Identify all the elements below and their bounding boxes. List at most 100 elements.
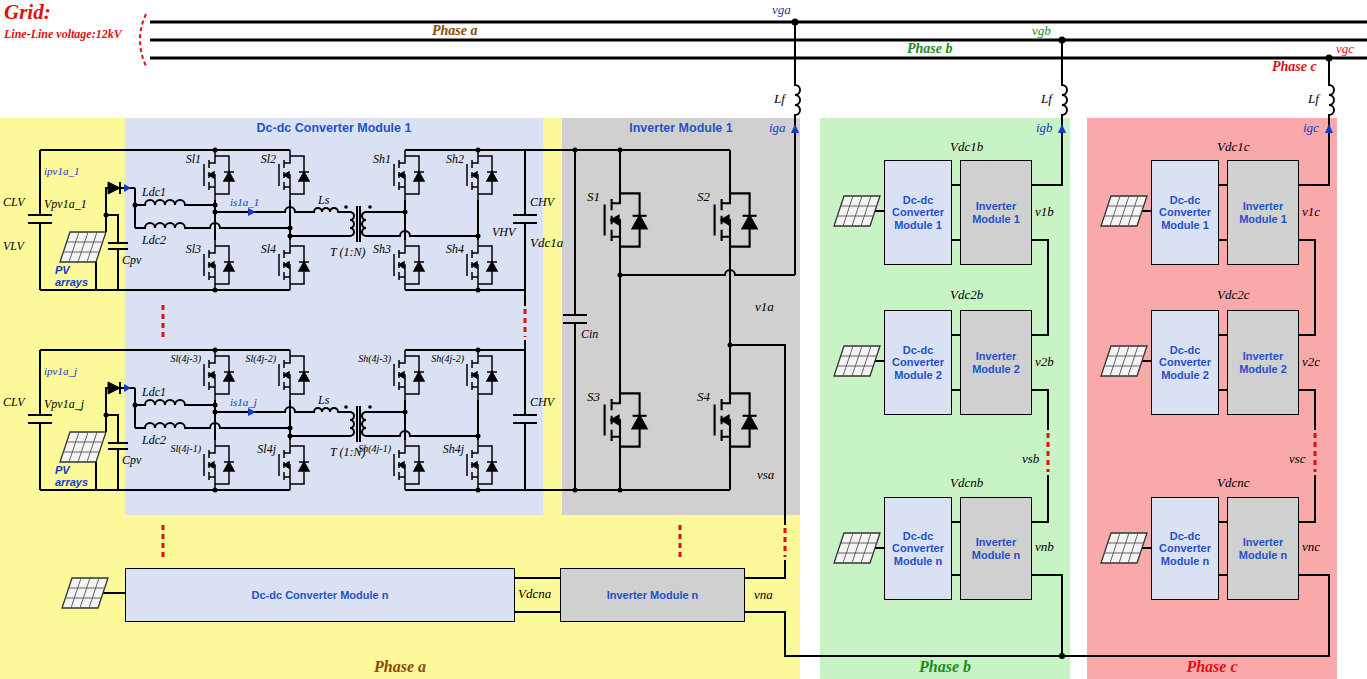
circuit-drawing bbox=[728, 343, 733, 348]
connector bbox=[952, 335, 960, 390]
label-holder: vgc bbox=[1336, 42, 1354, 55]
label-holder: Sh2 bbox=[446, 153, 464, 166]
circuit-label: Vpv1a_j bbox=[44, 398, 84, 411]
module-title: Dc-dc Converter Module 1 bbox=[887, 194, 949, 232]
label-holder: Grid: bbox=[4, 1, 51, 24]
module-box: Dc-dc Converter Module n bbox=[884, 497, 952, 600]
label-holder: Vpv1a_1 bbox=[44, 198, 87, 211]
label-holder: PV arrays bbox=[55, 264, 93, 288]
label-holder: vnb bbox=[1035, 540, 1054, 554]
dc-link-wire bbox=[784, 515, 786, 525]
circuit-drawing bbox=[163, 305, 680, 560]
circuit-label: v1a bbox=[755, 300, 774, 314]
module-title: Dc-dc Converter Module 2 bbox=[887, 344, 949, 382]
circuit-label: Sl4 bbox=[261, 243, 276, 256]
module-title: Inverter Module 2 bbox=[963, 350, 1029, 375]
label-holder: Vdcnb bbox=[950, 476, 983, 490]
label-holder: is1a_1 bbox=[230, 197, 259, 209]
dc-link-wire bbox=[1299, 390, 1315, 430]
module-box: Inverter Module 2 bbox=[1227, 310, 1299, 415]
circuit-label: Sl2 bbox=[261, 153, 276, 166]
dc-link-wire bbox=[1032, 390, 1048, 430]
label-holder: S1 bbox=[587, 190, 600, 204]
circuit-label: S4 bbox=[697, 390, 710, 404]
circuit-label: Vdc1b bbox=[950, 140, 983, 154]
circuit-label: Sh4 bbox=[446, 243, 464, 256]
label-holder: v1a bbox=[755, 300, 774, 314]
label-holder: Sh3 bbox=[373, 243, 391, 256]
circuit-label: Sh(4j-3) bbox=[358, 353, 391, 364]
module-title: Dc-dc Converter Module n bbox=[887, 530, 949, 568]
dc-link-wire bbox=[952, 389, 960, 391]
circuit-label: Ldc1 bbox=[142, 386, 166, 399]
label-holder: VLV bbox=[3, 240, 24, 253]
label-holder: Lf bbox=[1041, 92, 1052, 106]
label-holder: S4 bbox=[697, 390, 710, 404]
circuit-label: Sl3 bbox=[186, 243, 201, 256]
dc-link-wire bbox=[952, 521, 960, 523]
circuit-label: Vdc2b bbox=[950, 288, 983, 302]
module-title: Inverter Module 1 bbox=[629, 121, 733, 135]
label-holder: Sl(4j-3) bbox=[170, 353, 201, 364]
circuit-label: Sl1 bbox=[186, 153, 201, 166]
circuit-label: Sl(4j-3) bbox=[170, 353, 201, 364]
dc-link-wire bbox=[1299, 475, 1315, 522]
label-holder: Ls bbox=[318, 194, 329, 207]
label-holder: Ldc2 bbox=[142, 434, 166, 447]
module-box: Inverter Module n bbox=[1227, 497, 1299, 600]
circuit-label: vsc bbox=[1289, 452, 1306, 466]
circuit-drawing bbox=[834, 346, 880, 376]
label-holder: Phase b bbox=[905, 42, 955, 56]
circuit-label: igb bbox=[1036, 121, 1053, 135]
circuit-drawing bbox=[605, 385, 647, 455]
circuit-drawing bbox=[1101, 533, 1147, 563]
circuit-label: Ldc1 bbox=[142, 186, 166, 199]
circuit-label: vsa bbox=[757, 468, 774, 482]
dc-link-wire bbox=[1219, 184, 1227, 186]
circuit-label: Lf bbox=[1308, 92, 1319, 106]
label-holder: Lf bbox=[1308, 92, 1319, 106]
phase-label: Phase a bbox=[430, 24, 480, 38]
label-holder: Vdc1b bbox=[950, 140, 983, 154]
dc-link-wire bbox=[1032, 240, 1048, 335]
label-holder: iga bbox=[769, 121, 786, 135]
label-holder: T (1:N) bbox=[330, 446, 365, 459]
label-holder: Lf bbox=[774, 92, 785, 106]
circuit-label: Grid: bbox=[4, 1, 51, 24]
circuit-label: S2 bbox=[697, 190, 710, 204]
current-arrows bbox=[791, 124, 1333, 133]
label-holder: v2c bbox=[1302, 355, 1320, 369]
dc-link-wire bbox=[543, 489, 562, 491]
connector bbox=[1032, 240, 1048, 335]
label-holder: Vpv1a_j bbox=[44, 398, 84, 411]
label-holder: Ldc1 bbox=[142, 386, 166, 399]
phase-name: Phase c bbox=[1186, 658, 1237, 676]
label-holder: is1a_j bbox=[230, 397, 257, 409]
circuit-label: ipv1a_j bbox=[44, 366, 77, 378]
circuit-drawing bbox=[573, 148, 578, 153]
circuit-label: Vdc2c bbox=[1217, 288, 1249, 302]
label-holder: Ldc1 bbox=[142, 186, 166, 199]
circuit-label: Cpv bbox=[122, 454, 141, 467]
circuit-label: Cpv bbox=[122, 254, 141, 267]
module-box: Dc-dc Converter Module n bbox=[125, 568, 515, 622]
label-holder: Vdc1c bbox=[1217, 140, 1249, 154]
circuit-label: Sh4j bbox=[443, 443, 464, 456]
module-box: Dc-dc Converter Module 2 bbox=[884, 310, 952, 415]
connector bbox=[1219, 335, 1227, 390]
dc-link-wire bbox=[1219, 389, 1227, 391]
circuit-label: T (1:N) bbox=[330, 246, 365, 259]
circuit-label: Vdc1c bbox=[1217, 140, 1249, 154]
circuit-label: v1b bbox=[1035, 205, 1054, 219]
circuit-label: T (1:N) bbox=[330, 446, 365, 459]
circuit-label: CLV bbox=[3, 196, 25, 209]
label-holder: Sh1 bbox=[373, 153, 391, 166]
label-holder: VHV bbox=[492, 226, 515, 239]
circuit-label: Sl(4j-2) bbox=[245, 353, 276, 364]
phase-label: Phase b bbox=[905, 42, 955, 56]
circuit-label: CHV bbox=[530, 196, 554, 209]
phase-region: Phase aDc-dc Converter Module 1Inverter … bbox=[0, 118, 800, 679]
